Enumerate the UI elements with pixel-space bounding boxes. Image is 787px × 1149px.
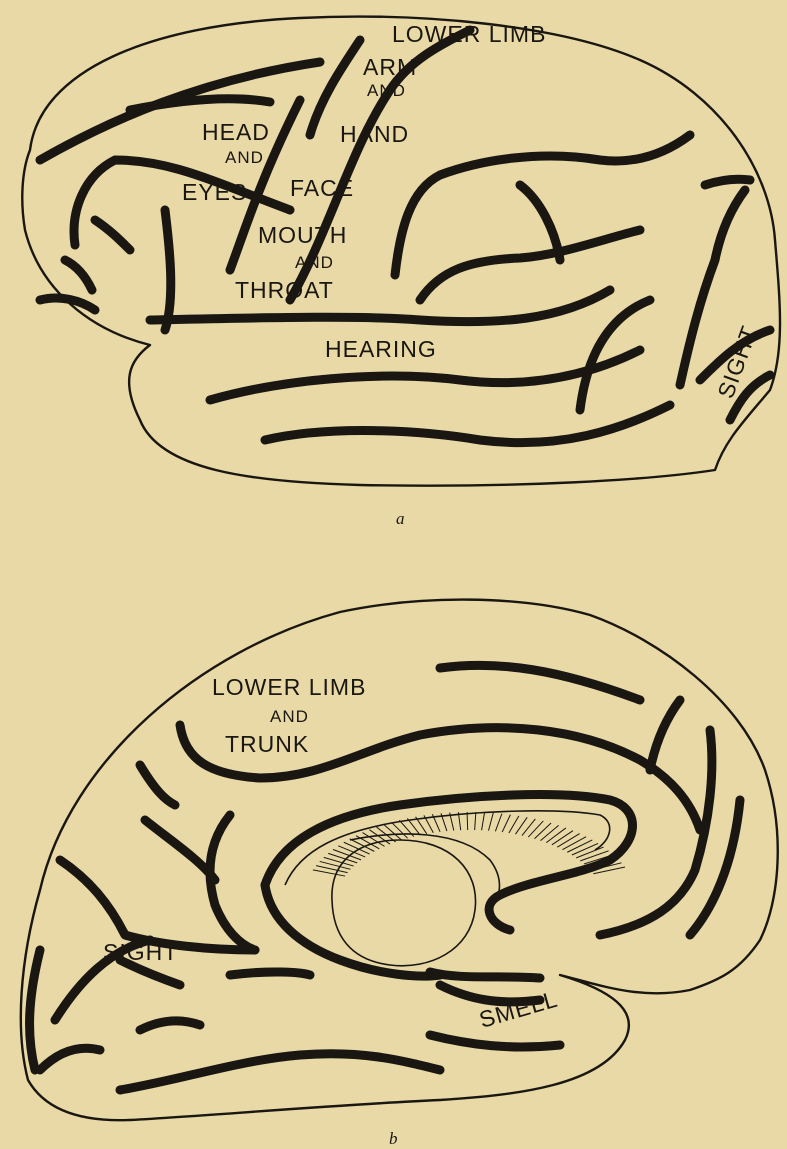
lateral-brain-figure: LOWER LIMB ARM AND HAND HEAD AND EYES FA…	[22, 17, 780, 528]
hatch-line	[475, 812, 476, 830]
corpus-callosum-hatching	[313, 812, 625, 876]
hatch-line	[350, 839, 375, 852]
hatch-line	[552, 831, 573, 845]
label-face: FACE	[290, 175, 354, 201]
hatch-line	[324, 857, 354, 866]
label-and-medial: AND	[270, 707, 309, 726]
label-head-and: AND	[225, 148, 264, 167]
label-hand: HAND	[340, 121, 409, 147]
medial-brain-outline	[21, 600, 778, 1121]
hatch-line	[562, 837, 586, 850]
label-head: HEAD	[202, 119, 270, 145]
label-trunk: TRUNK	[225, 731, 309, 757]
hatch-line	[540, 825, 558, 840]
label-sight-medial: SIGHT	[103, 939, 178, 965]
hatch-line	[467, 812, 468, 830]
hatch-line	[546, 828, 566, 843]
label-eyes: EYES	[182, 179, 247, 205]
hatch-line	[384, 825, 402, 840]
figure-b-caption: b	[389, 1129, 398, 1148]
hatch-line	[572, 843, 598, 855]
hatch-line	[509, 816, 519, 833]
hatch-line	[502, 815, 510, 832]
hatch-line	[495, 814, 502, 832]
label-arm-and: AND	[367, 81, 406, 100]
hatch-line	[576, 847, 603, 858]
hatch-line	[528, 821, 543, 837]
hatch-line	[534, 823, 551, 839]
label-mouth: MOUTH	[258, 222, 347, 248]
label-lower-limb: LOWER LIMB	[392, 21, 546, 47]
label-lower-limb-medial: LOWER LIMB	[212, 674, 366, 700]
corpus-callosum	[265, 795, 633, 1002]
hatch-line	[557, 834, 579, 848]
label-mouth-and: AND	[295, 253, 334, 272]
hatch-line	[482, 812, 485, 830]
hatch-line	[489, 813, 494, 831]
figure-a-caption: a	[396, 509, 405, 528]
hatch-line	[344, 842, 370, 854]
label-smell: SMELL	[476, 986, 560, 1033]
label-arm: ARM	[363, 54, 417, 80]
label-hearing: HEARING	[325, 336, 437, 362]
hatch-line	[392, 822, 408, 838]
hatch-line	[320, 861, 351, 869]
hatch-line	[567, 840, 592, 852]
label-throat: THROAT	[235, 277, 334, 303]
medial-brain-figure: LOWER LIMB AND TRUNK SIGHT SMELL b	[21, 600, 778, 1148]
